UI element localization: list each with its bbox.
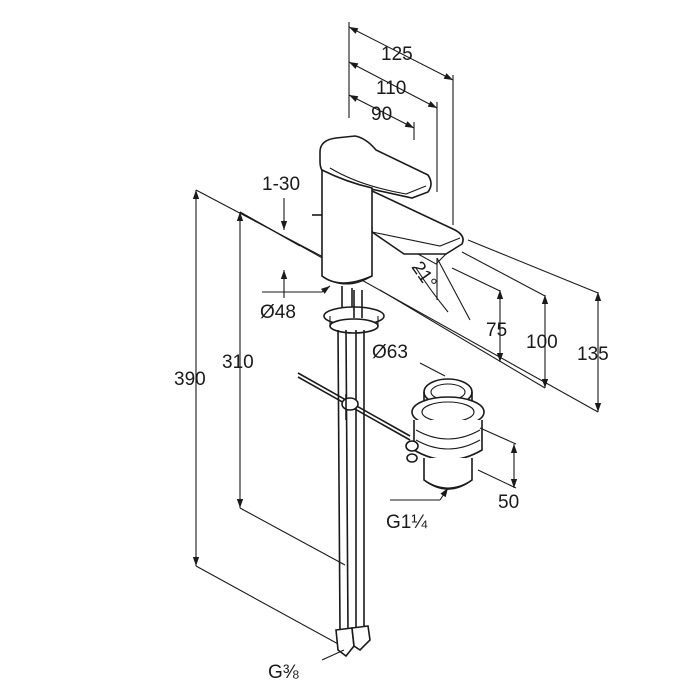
dim-label-1-30: 1-30 xyxy=(262,174,300,195)
dimension-1-30: 1-30 xyxy=(262,174,300,298)
dim-label-g114: G1¼ xyxy=(386,512,428,533)
dimension-135: 135 xyxy=(239,211,609,413)
dim-label-125: 125 xyxy=(381,44,413,65)
dim-label-90: 90 xyxy=(371,104,392,125)
dim-label-g38: G⅜ xyxy=(268,662,299,683)
thread-g3-8: G⅜ xyxy=(268,662,299,683)
dim-label-48: Ø48 xyxy=(260,302,296,323)
dim-label-100: 100 xyxy=(526,332,558,353)
dim-label-135: 135 xyxy=(577,344,609,365)
dim-label-75: 75 xyxy=(486,320,507,341)
drain-assembly xyxy=(405,362,485,490)
dimension-100: 100 xyxy=(379,251,558,389)
dimension-125: 125 xyxy=(348,22,454,225)
faucet-body xyxy=(312,135,464,334)
dimension-63: Ø63 xyxy=(372,342,408,363)
dimension-48: Ø48 xyxy=(260,285,331,323)
dimension-50: 50 xyxy=(477,427,519,513)
dim-label-50: 50 xyxy=(498,492,519,513)
dimension-390: 390 xyxy=(174,189,341,646)
thread-g1-1-4: G1¼ xyxy=(386,487,449,533)
supply-hoses xyxy=(321,290,371,661)
dimension-110: 110 xyxy=(348,61,438,192)
dimension-75: 75 xyxy=(451,267,507,362)
dim-label-110: 110 xyxy=(376,78,406,99)
dim-label-310: 310 xyxy=(222,352,254,373)
popup-rod xyxy=(297,372,411,441)
dim-label-390: 390 xyxy=(174,369,206,390)
dim-label-63: Ø63 xyxy=(372,342,408,363)
dimension-90: 90 xyxy=(348,94,415,140)
